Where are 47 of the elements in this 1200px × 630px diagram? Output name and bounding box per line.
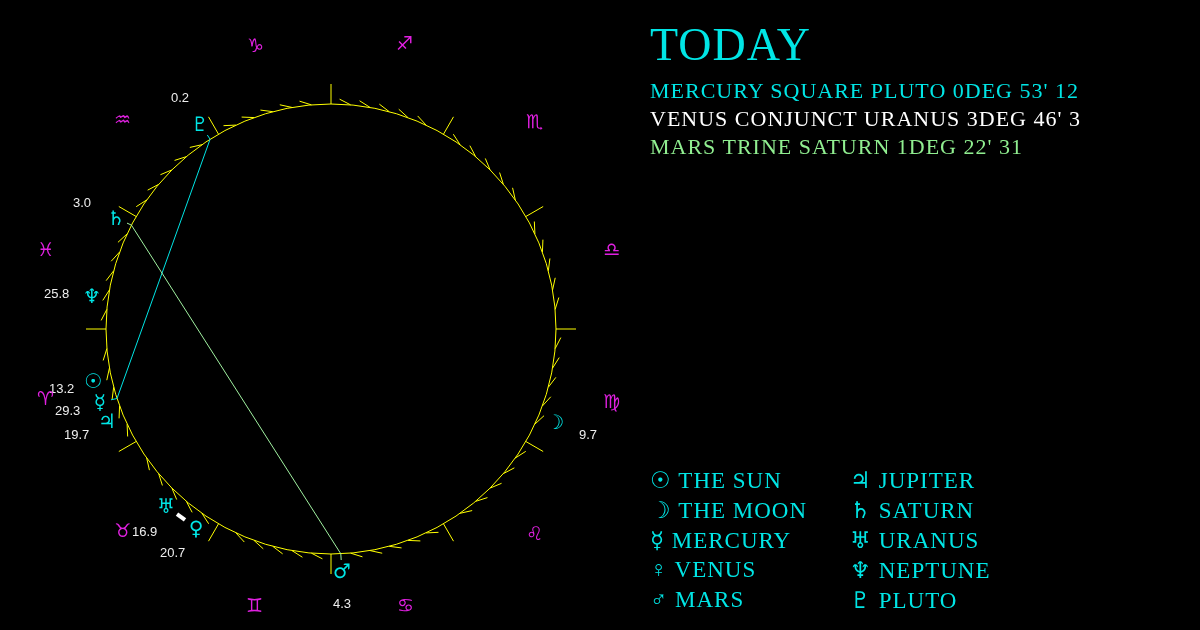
degree-label: 9.7 [579, 427, 598, 442]
degree-label: 3.0 [73, 195, 92, 210]
legend-entry: ♃ JUPITER [850, 467, 976, 494]
degree-label: 29.3 [55, 403, 81, 418]
zodiac-sign: ♒ [114, 108, 132, 130]
zodiac-sign: ♋ [397, 594, 415, 616]
zodiac-sign: ♉ [114, 519, 132, 541]
legend-entry: ♆ NEPTUNE [850, 557, 991, 584]
planet-symbol: ☿ [90, 392, 110, 412]
zodiac-sign: ♌ [526, 522, 544, 544]
legend-entry: ☿ MERCURY [650, 527, 792, 554]
legend-entry: ♇ PLUTO [850, 587, 958, 614]
legend-entry: ♂ MARS [650, 587, 745, 613]
planet-symbol: ☉ [83, 371, 103, 391]
zodiac-sign: ♓ [37, 238, 55, 260]
degree-label: 0.2 [171, 90, 190, 105]
zodiac-sign: ♍ [603, 390, 621, 412]
aspect-line [126, 222, 342, 561]
zodiac-sign: ♏ [526, 110, 544, 132]
title: TODAY [650, 18, 811, 71]
planet-symbol: ♂ [332, 561, 352, 581]
degree-label: 25.8 [44, 286, 70, 301]
zodiac-sign: ♑ [247, 34, 265, 56]
aspect-text: MERCURY SQUARE PLUTO 0DEG 53' 12 [650, 78, 1079, 104]
degree-label: 4.3 [333, 596, 352, 611]
legend-entry: ♅ URANUS [850, 527, 980, 554]
degree-label: 19.7 [64, 427, 90, 442]
planet-symbol: ♄ [106, 208, 126, 228]
aspect-line [110, 134, 211, 401]
legend-entry: ☽ THE MOON [650, 497, 808, 524]
planet-symbol: ♆ [82, 286, 102, 306]
zodiac-sign: ♎ [603, 238, 621, 260]
legend-entry: ☉ THE SUN [650, 467, 782, 494]
zodiac-sign: ♐ [396, 32, 414, 54]
planet-symbol: ☽ [545, 412, 565, 432]
planet-symbol: ♅ [156, 496, 176, 516]
legend-entry: ♄ SATURN [850, 497, 975, 524]
aspect-line [175, 512, 187, 522]
planet-symbol: ♀ [186, 518, 206, 538]
planet-symbol: ♇ [190, 114, 210, 134]
aspect-text: MARS TRINE SATURN 1DEG 22' 31 [650, 134, 1023, 160]
legend-entry: ♀ VENUS [650, 557, 757, 583]
degree-label: 16.9 [132, 524, 158, 539]
degree-label: 20.7 [160, 545, 186, 560]
zodiac-sign: ♊ [246, 594, 264, 616]
planet-symbol: ♃ [97, 411, 117, 431]
aspect-text: VENUS CONJUNCT URANUS 3DEG 46' 3 [650, 106, 1081, 132]
